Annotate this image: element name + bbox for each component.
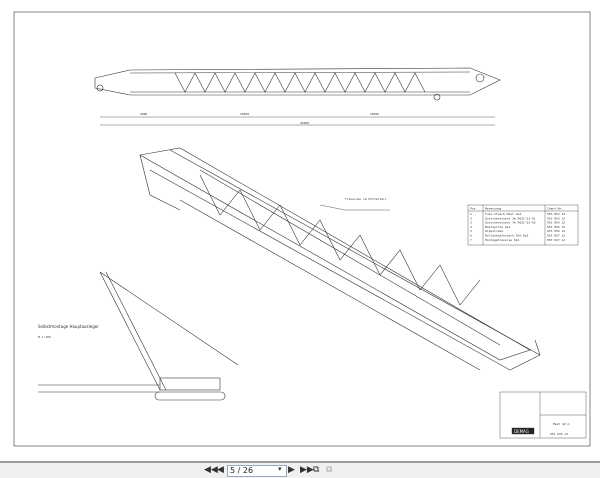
svg-text:10500: 10500 — [240, 112, 249, 116]
table-header: Ident-Nr. — [547, 207, 563, 211]
viewer-divider — [0, 461, 600, 463]
table-cell: Mastspitze 6p1 — [485, 225, 510, 229]
first-page-icon[interactable]: ◀◀ — [204, 465, 218, 475]
parts-table — [467, 204, 579, 246]
page-number-input[interactable]: 5 / 26 — [227, 465, 287, 477]
drawing-number: 951 635 12 — [550, 432, 568, 436]
table-cell: Zwischenstueck 7m 9621-53-62 — [485, 221, 536, 225]
table-cell: Fuss-Stueck Mast 1G2 — [485, 212, 521, 216]
boom-side-view — [94, 67, 501, 126]
table-cell: 5 — [470, 229, 472, 233]
table-cell: Kippstrebe — [485, 229, 503, 233]
table-cell: 7 — [470, 238, 472, 242]
table-cell: 6 — [470, 234, 472, 238]
single-page-icon[interactable]: ⧉ — [313, 465, 320, 475]
table-cell: Zwischenstueck 3m 9621-53-61 — [485, 216, 536, 220]
sheet-border — [13, 11, 591, 447]
table-cell: 953 855 12 — [547, 225, 565, 229]
brand-logo: DEMAG — [514, 429, 529, 434]
table-cell: 953 853 12 — [547, 216, 565, 220]
table-cell: 953 857 12 — [547, 234, 565, 238]
technical-drawing: 2880 10500 10500 42000 Traversen im Mittelt… — [13, 11, 591, 447]
table-cell: 953 856 12 — [547, 229, 565, 233]
table-cell: 3 — [470, 221, 472, 225]
table-cell: 1 — [470, 212, 472, 216]
document-page: 2880 10500 10500 42000 Traversen im Mittelt… — [13, 11, 591, 447]
table-cell: 4 — [470, 225, 472, 229]
table-header: Pos. — [470, 207, 477, 211]
page-dropdown-icon[interactable]: ▾ — [278, 465, 282, 473]
pdf-toolbar: ◀◀ ◀ 5 / 26 ▾ ▶ ▶▶ ⧉ ⧉ — [0, 463, 600, 478]
crane-assembly-view — [38, 271, 239, 401]
svg-text:42000: 42000 — [300, 121, 309, 125]
table-cell: Rollenkopfstueck 3SA 6p1 — [485, 234, 529, 238]
drawing-title: Mast 42 m — [553, 422, 569, 426]
table-cell: 2 — [470, 216, 472, 220]
title-block — [499, 391, 587, 439]
boom-isometric-view — [139, 147, 541, 371]
table-cell: 953 852 12 — [547, 212, 565, 216]
table-header: Benennung — [485, 207, 501, 211]
table-cell: 953 854 12 — [547, 221, 565, 225]
next-page-icon[interactable]: ▶ — [288, 465, 295, 475]
svg-text:10500: 10500 — [370, 112, 379, 116]
callout-label: Traversen im Mittelteil — [345, 197, 387, 201]
prev-page-icon[interactable]: ◀ — [217, 465, 224, 475]
table-cell: 953 847 12 — [547, 238, 565, 242]
table-cell: Montagetraverse 6p1 — [485, 238, 520, 242]
scale-label: M 1:100 — [38, 335, 51, 339]
last-page-icon[interactable]: ▶▶ — [300, 465, 314, 475]
svg-text:2880: 2880 — [140, 112, 147, 116]
side-view-label: Selbstmontage Hauptausleger — [38, 324, 99, 329]
two-page-icon[interactable]: ⧉ — [326, 465, 333, 475]
